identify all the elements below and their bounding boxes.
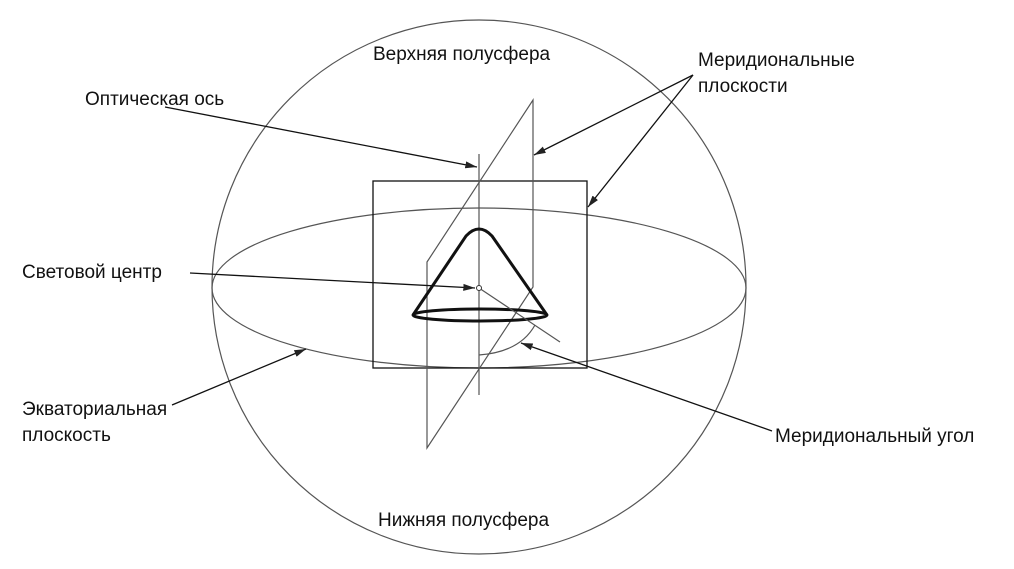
meridional-planes-label-2: плоскости	[698, 76, 788, 97]
equatorial-plane-leader	[171, 348, 307, 406]
optical-axis-leader	[164, 106, 478, 169]
light-center-leader	[189, 272, 476, 291]
light-center-point	[476, 285, 482, 291]
meridional-plane-front	[372, 180, 588, 369]
meridional-angle-leader	[520, 342, 773, 432]
direction-line	[478, 287, 561, 343]
equatorial-plane-label-1: Экваториальная	[22, 399, 168, 420]
lower-hemisphere-label: Нижняя полусфера	[378, 510, 550, 531]
meridional-planes-leader-2	[587, 74, 694, 208]
optical-axis-label: Оптическая ось	[85, 89, 225, 110]
meridional-angle-arc	[478, 324, 536, 356]
light-center-label: Световой центр	[22, 262, 162, 283]
light-source-cone	[411, 227, 549, 316]
meridional-angle-label: Меридиональный угол	[775, 426, 975, 447]
upper-hemisphere-label: Верхняя полусфера	[373, 44, 551, 65]
cone-base	[411, 307, 549, 323]
meridional-planes-leader-1	[533, 74, 694, 156]
meridional-planes-label-1: Меридиональные	[698, 50, 855, 71]
meridional-plane-tilted	[426, 97, 534, 451]
equatorial-plane-label-2: плоскость	[22, 425, 111, 446]
